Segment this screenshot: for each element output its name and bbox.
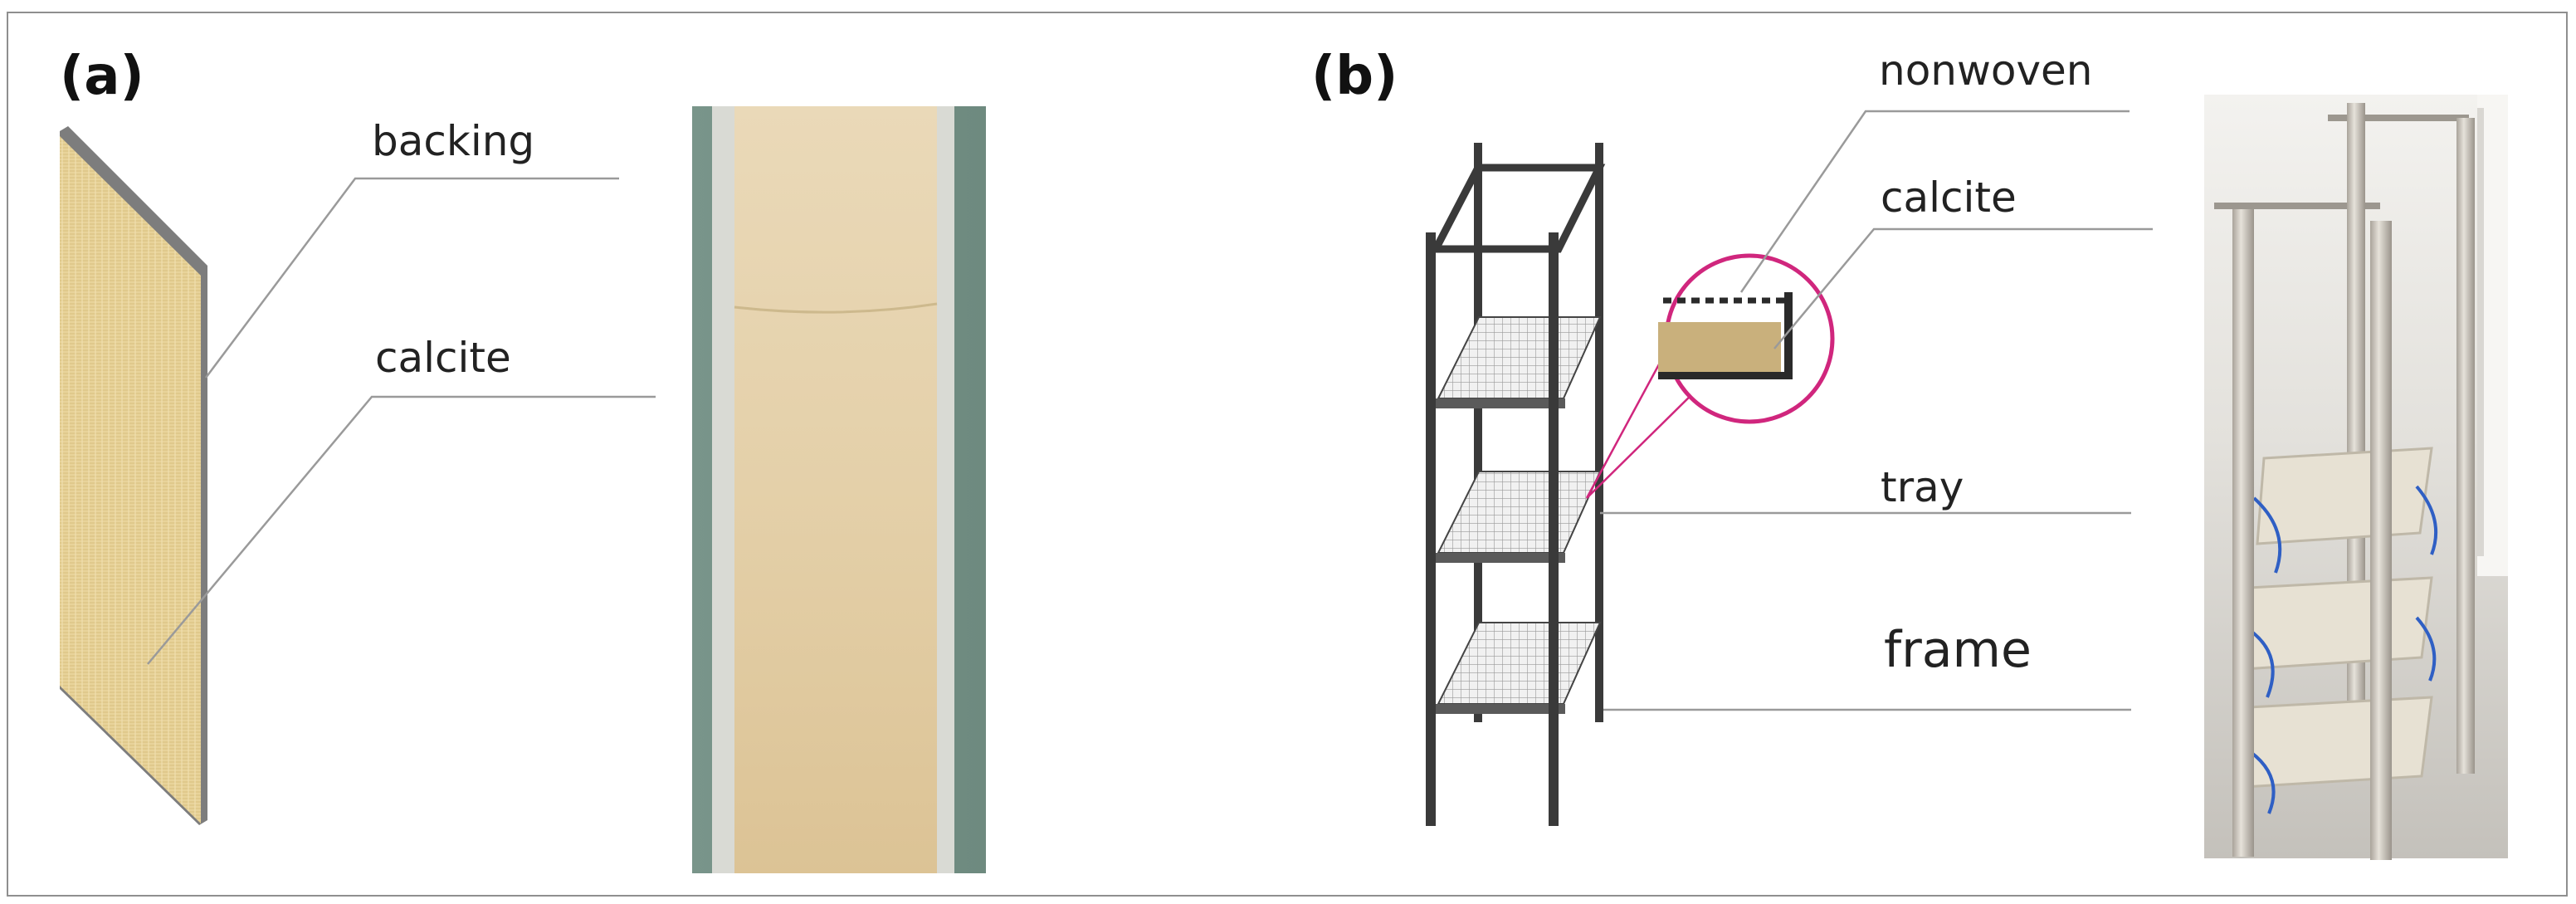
panel-a-label: (a) bbox=[60, 46, 144, 107]
callout-frame: frame bbox=[1884, 621, 2032, 679]
panel-b-label: (b) bbox=[1311, 46, 1398, 107]
callout-backing: backing bbox=[372, 117, 534, 165]
tray-zoom-detail bbox=[1585, 253, 1835, 499]
shelf-frame-photo bbox=[2204, 95, 2508, 860]
panel-b-leaders bbox=[1600, 110, 2153, 711]
callout-calcite-a: calcite bbox=[375, 334, 511, 382]
backing-sheet-illustration bbox=[60, 126, 207, 825]
shelf-frame-illustration bbox=[1426, 143, 1606, 826]
callout-nonwoven: nonwoven bbox=[1879, 46, 2093, 95]
figure-border bbox=[7, 12, 2568, 897]
panel-a-leaders bbox=[147, 177, 656, 665]
callout-tray: tray bbox=[1881, 463, 1964, 511]
callout-calcite-b: calcite bbox=[1881, 173, 2017, 222]
calcite-strip-photo bbox=[692, 106, 986, 873]
